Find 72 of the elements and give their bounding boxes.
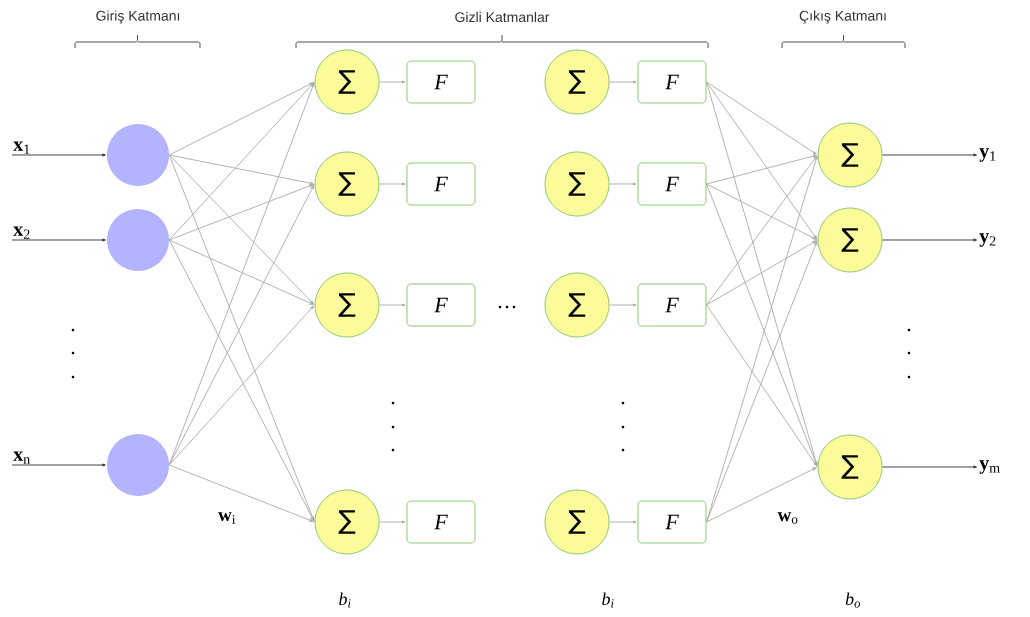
arrow bbox=[11, 238, 106, 242]
input-neuron bbox=[107, 434, 169, 496]
arrow bbox=[168, 154, 315, 522]
weight-label: w$_{i}$ bbox=[218, 512, 236, 524]
bias-label: b$_{o}$ bbox=[845, 592, 861, 608]
arrow bbox=[609, 520, 637, 524]
output-label: y$_{2}$ bbox=[979, 233, 996, 247]
arrow bbox=[168, 239, 314, 305]
summation-neuron: ∑ bbox=[817, 207, 883, 273]
arrow bbox=[379, 80, 406, 84]
arrow bbox=[168, 154, 314, 305]
activation-box: F bbox=[406, 283, 476, 327]
summation-neuron: ∑ bbox=[314, 49, 380, 115]
summation-neuron: ∑ bbox=[544, 151, 610, 217]
arrow bbox=[379, 182, 406, 186]
weight-label: w$_{o}$ bbox=[777, 512, 798, 524]
arrow bbox=[882, 465, 978, 469]
bias-label: b$_{i}$ bbox=[602, 592, 614, 608]
summation-neuron: ∑ bbox=[544, 272, 610, 338]
output-label: y$_{1}$ bbox=[979, 148, 996, 162]
summation-neuron: ∑ bbox=[314, 151, 380, 217]
arrow bbox=[11, 153, 106, 157]
arrow bbox=[168, 82, 314, 156]
summation-neuron: ∑ bbox=[314, 489, 380, 555]
activation-box: F bbox=[637, 283, 707, 327]
activation-box: F bbox=[406, 60, 476, 104]
activation-box: F bbox=[637, 500, 707, 544]
arrow bbox=[609, 303, 637, 307]
heading: Çıkış Katmanı bbox=[799, 10, 886, 24]
arrow bbox=[168, 305, 314, 466]
summation-neuron: ∑ bbox=[314, 272, 380, 338]
activation-box: F bbox=[637, 162, 707, 206]
arrow bbox=[706, 183, 817, 240]
arrow bbox=[706, 467, 817, 523]
output-label: y$_{m}$ bbox=[979, 460, 1000, 474]
arrow bbox=[706, 240, 818, 523]
arrow bbox=[882, 238, 978, 242]
input-neuron bbox=[107, 209, 169, 271]
activation-box: F bbox=[406, 162, 476, 206]
arrow bbox=[168, 464, 314, 522]
arrow bbox=[706, 240, 817, 306]
summation-neuron: ∑ bbox=[544, 49, 610, 115]
arrow bbox=[706, 81, 817, 155]
arrow bbox=[706, 155, 818, 306]
activation-box: F bbox=[637, 60, 707, 104]
arrow bbox=[379, 303, 406, 307]
summation-neuron: ∑ bbox=[817, 434, 883, 500]
input-neuron bbox=[107, 124, 169, 186]
arrow bbox=[609, 80, 637, 84]
arrow bbox=[168, 239, 315, 522]
summation-neuron: ∑ bbox=[817, 122, 883, 188]
bias-label: b$_{i}$ bbox=[339, 592, 351, 608]
activation-box: F bbox=[406, 500, 476, 544]
heading: Gizli Katmanlar bbox=[455, 11, 550, 23]
input-label: x$_{2}$ bbox=[13, 226, 30, 239]
arrow bbox=[609, 182, 637, 186]
arrow bbox=[168, 184, 314, 241]
arrow bbox=[11, 463, 106, 467]
arrow bbox=[168, 82, 315, 466]
arrow bbox=[168, 184, 315, 466]
arrow bbox=[706, 154, 817, 185]
input-label: x$_{n}$ bbox=[13, 451, 30, 464]
heading: Giriş Katmanı bbox=[96, 10, 180, 24]
arrow bbox=[706, 183, 818, 467]
arrow bbox=[706, 304, 818, 467]
arrow bbox=[706, 81, 818, 240]
arrow bbox=[168, 154, 314, 185]
arrow bbox=[882, 153, 978, 157]
arrow bbox=[379, 520, 406, 524]
arrow bbox=[168, 82, 314, 241]
summation-neuron: ∑ bbox=[544, 489, 610, 555]
input-label: x$_{1}$ bbox=[13, 141, 30, 154]
